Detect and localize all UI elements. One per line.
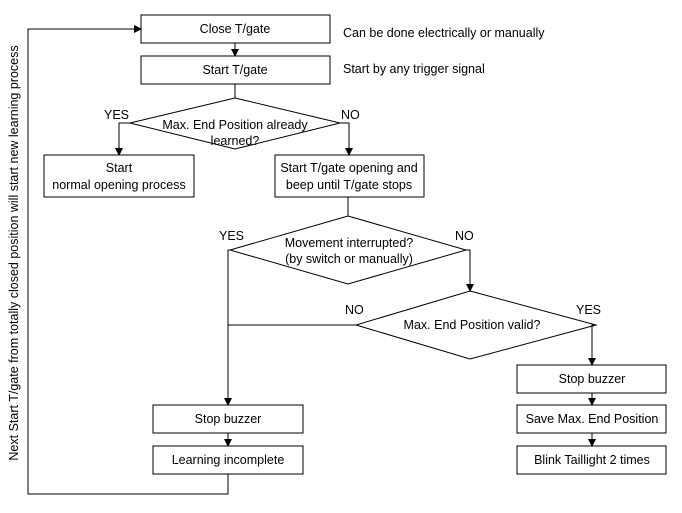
connector-loop-back-to-close <box>27 25 229 495</box>
connector-decision-3-yes <box>588 324 596 366</box>
start-tgate-label: Start T/gate <box>202 63 267 77</box>
branch-no-interrupted: NO <box>455 229 474 243</box>
branch-yes-interrupted: YES <box>219 229 244 243</box>
start-normal-opening-box <box>43 154 195 198</box>
end-position-valid-decision <box>354 290 598 360</box>
learned-decision-line-1: Max. End Position already <box>162 118 308 132</box>
normal-opening-line-1: Start <box>106 161 133 175</box>
beep-line-2: beep until T/gate stops <box>286 178 412 192</box>
start-tgate-box <box>140 55 331 85</box>
learning-incomplete-label: Learning incomplete <box>172 453 285 467</box>
stop-buzzer-left-box <box>152 404 304 434</box>
branch-yes-valid: YES <box>576 303 601 317</box>
interrupted-decision-line-1: Movement interrupted? <box>285 236 414 250</box>
branch-no-learned: NO <box>341 108 360 122</box>
branch-no-valid: NO <box>345 303 364 317</box>
start-tgate-note: Start by any trigger signal <box>343 62 485 76</box>
valid-decision-label: Max. End Position valid? <box>404 318 541 332</box>
blink-taillight-box <box>516 445 667 475</box>
start-opening-and-beep-box <box>274 154 425 198</box>
branch-yes-learned: YES <box>104 108 129 122</box>
loop-side-label: Next Start T/gate from totally closed po… <box>7 45 21 460</box>
stop-buzzer-right-box <box>516 364 667 394</box>
beep-line-1: Start T/gate opening and <box>280 161 417 175</box>
save-end-position-box <box>516 404 667 434</box>
close-tgate-box <box>140 14 331 44</box>
close-tgate-label: Close T/gate <box>200 22 271 36</box>
connector-decision-2-no <box>466 249 474 292</box>
close-tgate-note: Can be done electrically or manually <box>343 26 545 40</box>
save-end-position-label: Save Max. End Position <box>526 412 659 426</box>
connector-decision-1-no <box>340 122 353 156</box>
learned-decision-line-2: learned? <box>211 134 260 148</box>
normal-opening-line-2: normal opening process <box>52 178 185 192</box>
blink-taillight-label: Blink Taillight 2 times <box>534 453 650 467</box>
movement-interrupted-decision <box>228 215 468 285</box>
stop-buzzer-right-label: Stop buzzer <box>559 372 626 386</box>
learning-incomplete-box <box>152 445 304 475</box>
end-position-learned-decision <box>129 97 341 150</box>
stop-buzzer-left-label: Stop buzzer <box>195 412 262 426</box>
connector-decision-2-yes <box>224 249 232 406</box>
connector-decision-1-yes <box>115 122 130 156</box>
interrupted-decision-line-2: (by switch or manually) <box>285 252 413 266</box>
